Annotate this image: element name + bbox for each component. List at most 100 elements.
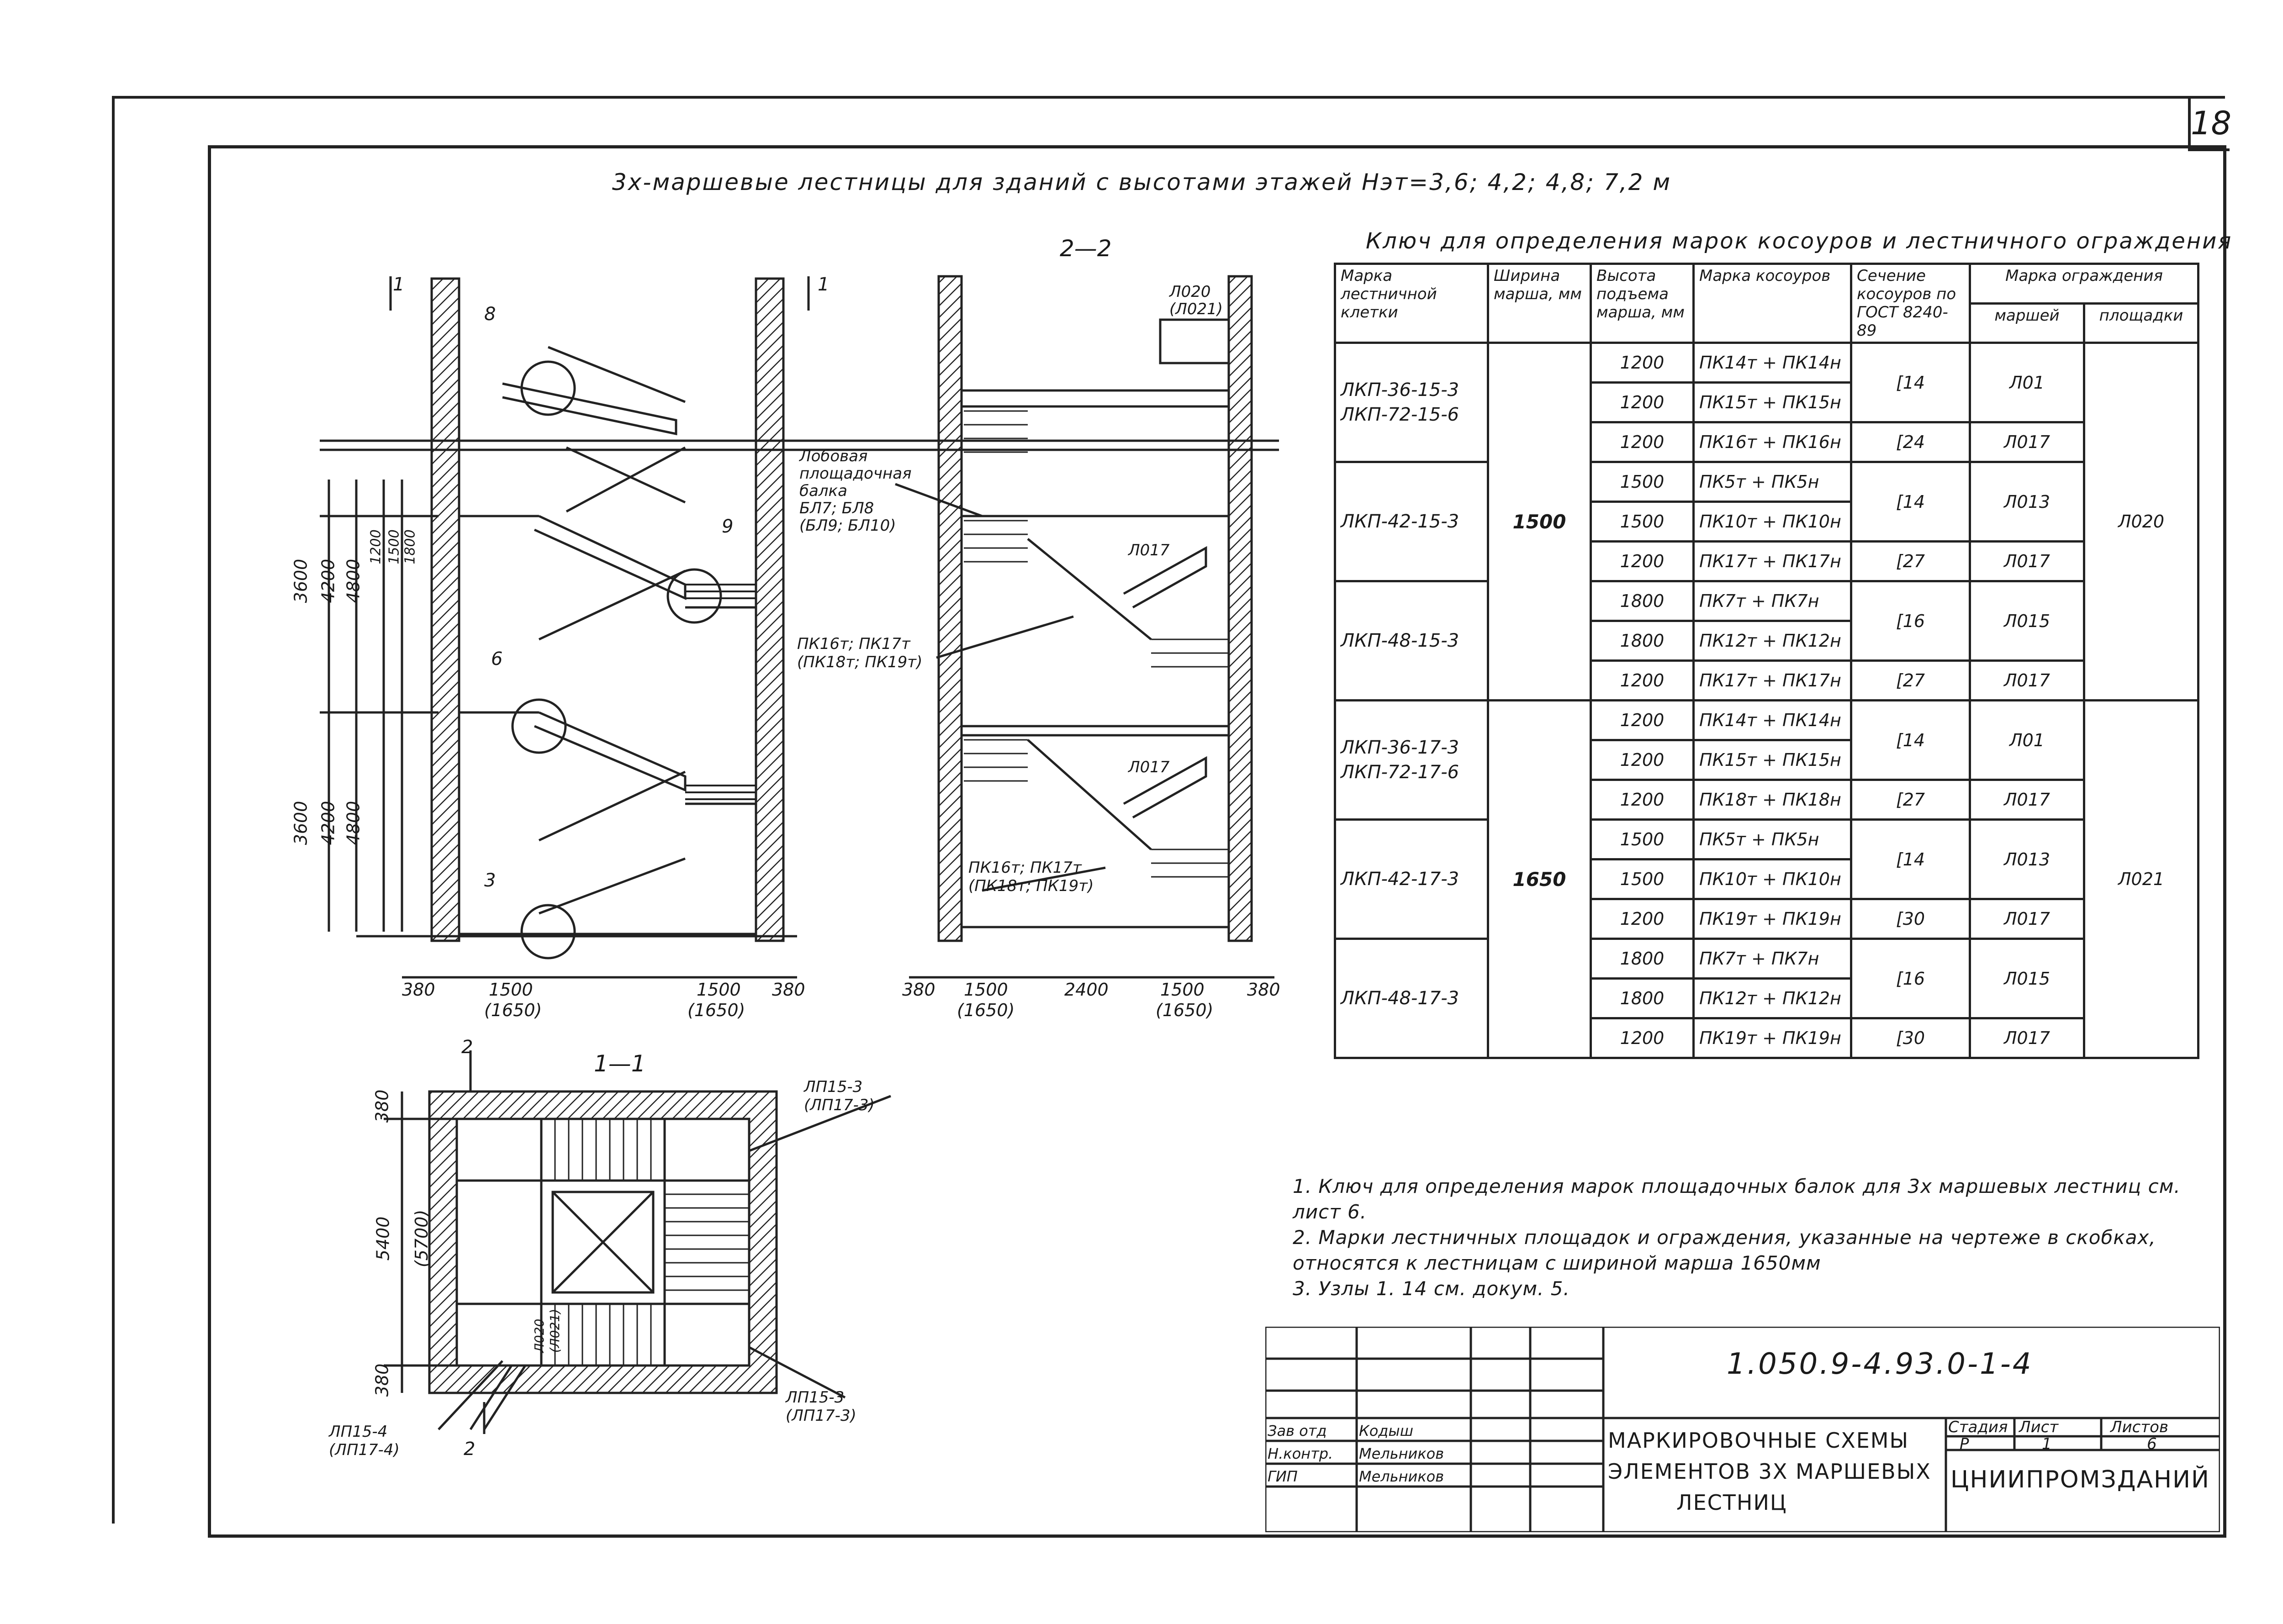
stage-value: Р [1960, 1435, 1969, 1453]
cell-kosour: ПК7т + ПК7н [1692, 938, 1852, 980]
dim-bottom-380b: 380 [772, 980, 805, 1000]
plan-label-lp15-4: ЛП15-4(ЛП17-4) [329, 1423, 400, 1459]
cell-height: 1800 [1590, 620, 1695, 662]
callout-6: 6 [491, 649, 503, 670]
dim-bottom-380a: 380 [402, 980, 435, 1000]
cell-section: [27 [1850, 779, 1971, 821]
header-fence: Марка ограждения [1969, 263, 2199, 305]
dim2-1500b: 1500 [1160, 980, 1205, 1000]
dim-bottom-1650b: (1650) [687, 1000, 745, 1020]
cell-fence-march: Л015 [1969, 938, 2085, 1019]
sheet-number: 18 [2188, 98, 2231, 151]
cell-fence-march: Л017 [1969, 421, 2085, 463]
cell-fence-march: Л017 [1969, 779, 2085, 821]
stair-mark: ЛКП-48-15-3 [1341, 630, 1459, 651]
cell-fence-march: Л017 [1969, 659, 2085, 701]
cell-kosour: ПК7т + ПК7н [1692, 580, 1852, 622]
cell-height: 1500 [1590, 858, 1695, 900]
cell-kosour: ПК10т + ПК10н [1692, 501, 1852, 543]
cell-height: 1800 [1590, 938, 1695, 980]
cell-kosour: ПК19т + ПК19н [1692, 898, 1852, 940]
header-height: Высота подъема марша, мм [1590, 263, 1695, 344]
dim-1200: 1200 [368, 529, 384, 564]
dim-bottom-1500a: 1500 [489, 980, 533, 1000]
plan-1-1 [384, 1050, 891, 1434]
cell-height: 1200 [1590, 699, 1695, 741]
dim2-380b: 380 [1247, 980, 1280, 1000]
sheet-value: 1 [2042, 1435, 2052, 1453]
cell-width: 1500 [1487, 342, 1592, 701]
section-1-1 [320, 276, 1279, 979]
plan-dim-380-bottom: 380 [372, 1363, 392, 1397]
dim-1500: 1500 [386, 529, 402, 564]
plan-dim-5400: 5400 [373, 1216, 393, 1261]
plan-dim-5700: (5700) [412, 1209, 432, 1268]
pk-note-1: ПК16т; ПК17т(ПК18т; ПК19т) [797, 635, 923, 671]
drawing-frame [208, 145, 2226, 1538]
stair-mark: ЛКП-48-17-3 [1341, 988, 1459, 1009]
cell-section: [16 [1850, 938, 1971, 1019]
callout-3: 3 [484, 870, 496, 891]
cell-kosour: ПК15т + ПК15н [1692, 739, 1852, 781]
cell-height: 1200 [1590, 421, 1695, 463]
cell-height: 1200 [1590, 779, 1695, 821]
note-2: 2. Марки лестничных площадок и ограждени… [1293, 1226, 2156, 1274]
dim-bottom-1650a: (1650) [484, 1000, 542, 1020]
cell-height: 1200 [1590, 898, 1695, 940]
plan-label-lp15-3-bottom: ЛП15-3(ЛП17-3) [786, 1388, 856, 1425]
header-section: Сечение косоуров по ГОСТ 8240-89 [1850, 263, 1971, 344]
section-2-2 [909, 275, 1274, 979]
doc-name: Маркировочные схемы элементов 3х маршевы… [1608, 1428, 1931, 1515]
cell-fence-march: Л013 [1969, 461, 2085, 543]
cell-height: 1800 [1590, 580, 1695, 622]
pk-note-2: ПК16т; ПК17т(ПК18т; ПК19т) [968, 859, 1094, 895]
stair-mark: ЛКП-36-17-3 [1341, 737, 1459, 758]
dim2-1650b: (1650) [1156, 1000, 1214, 1020]
cell-kosour: ПК18т + ПК18н [1692, 779, 1852, 821]
cell-fence-landing: Л021 [2083, 699, 2199, 1059]
fence-label-l017-lower: Л017 [1128, 758, 1170, 776]
cell-width: 1650 [1487, 699, 1592, 1059]
section-2-2-title: 2—2 [1060, 235, 1112, 262]
key-table: Марка лестничной клетки Ширина марша, мм… [1334, 263, 2199, 1059]
dim-4800-lower: 4800 [343, 801, 364, 845]
fence-label-l017-upper: Л017 [1128, 541, 1170, 559]
cell-height: 1200 [1590, 381, 1695, 423]
cell-fence-march: Л01 [1969, 342, 2085, 423]
cell-kosour: ПК14т + ПК14н [1692, 699, 1852, 741]
plan-marker-bottom: 2 [464, 1439, 476, 1460]
cell-section: [24 [1850, 421, 1971, 463]
cell-section: [27 [1850, 659, 1971, 701]
dim-3600-lower: 3600 [291, 801, 311, 845]
dim-3600-upper: 3600 [291, 559, 311, 603]
cell-height: 1800 [1590, 977, 1695, 1019]
cell-fence-march: Л017 [1969, 540, 2085, 582]
cell-section: [14 [1850, 342, 1971, 423]
notes: 1. Ключ для определения марок площадочны… [1293, 1174, 2215, 1302]
cell-section: [30 [1850, 898, 1971, 940]
cell-height: 1200 [1590, 342, 1695, 384]
cell-kosour: ПК5т + ПК5н [1692, 818, 1852, 860]
header-width: Ширина марша, мм [1487, 263, 1592, 344]
dim-1800: 1800 [402, 529, 418, 564]
stair-mark: ЛКП-72-17-6 [1341, 762, 1459, 783]
cell-stair-mark: ЛКП-48-17-3 [1334, 938, 1489, 1059]
title-block-lines [1265, 1327, 2220, 1532]
cell-kosour: ПК14т + ПК14н [1692, 342, 1852, 384]
plan-1-1-title: 1—1 [594, 1050, 646, 1077]
plan-label-l020: Л020(Л021) [532, 1308, 563, 1353]
cell-fence-landing: Л020 [2083, 342, 2199, 701]
dim-4200-lower: 4200 [318, 801, 338, 845]
dim-4800-upper: 4800 [343, 559, 364, 603]
cell-kosour: ПК17т + ПК17н [1692, 540, 1852, 582]
stair-mark: ЛКП-42-15-3 [1341, 511, 1459, 532]
cell-stair-mark: ЛКП-42-17-3 [1334, 818, 1489, 940]
